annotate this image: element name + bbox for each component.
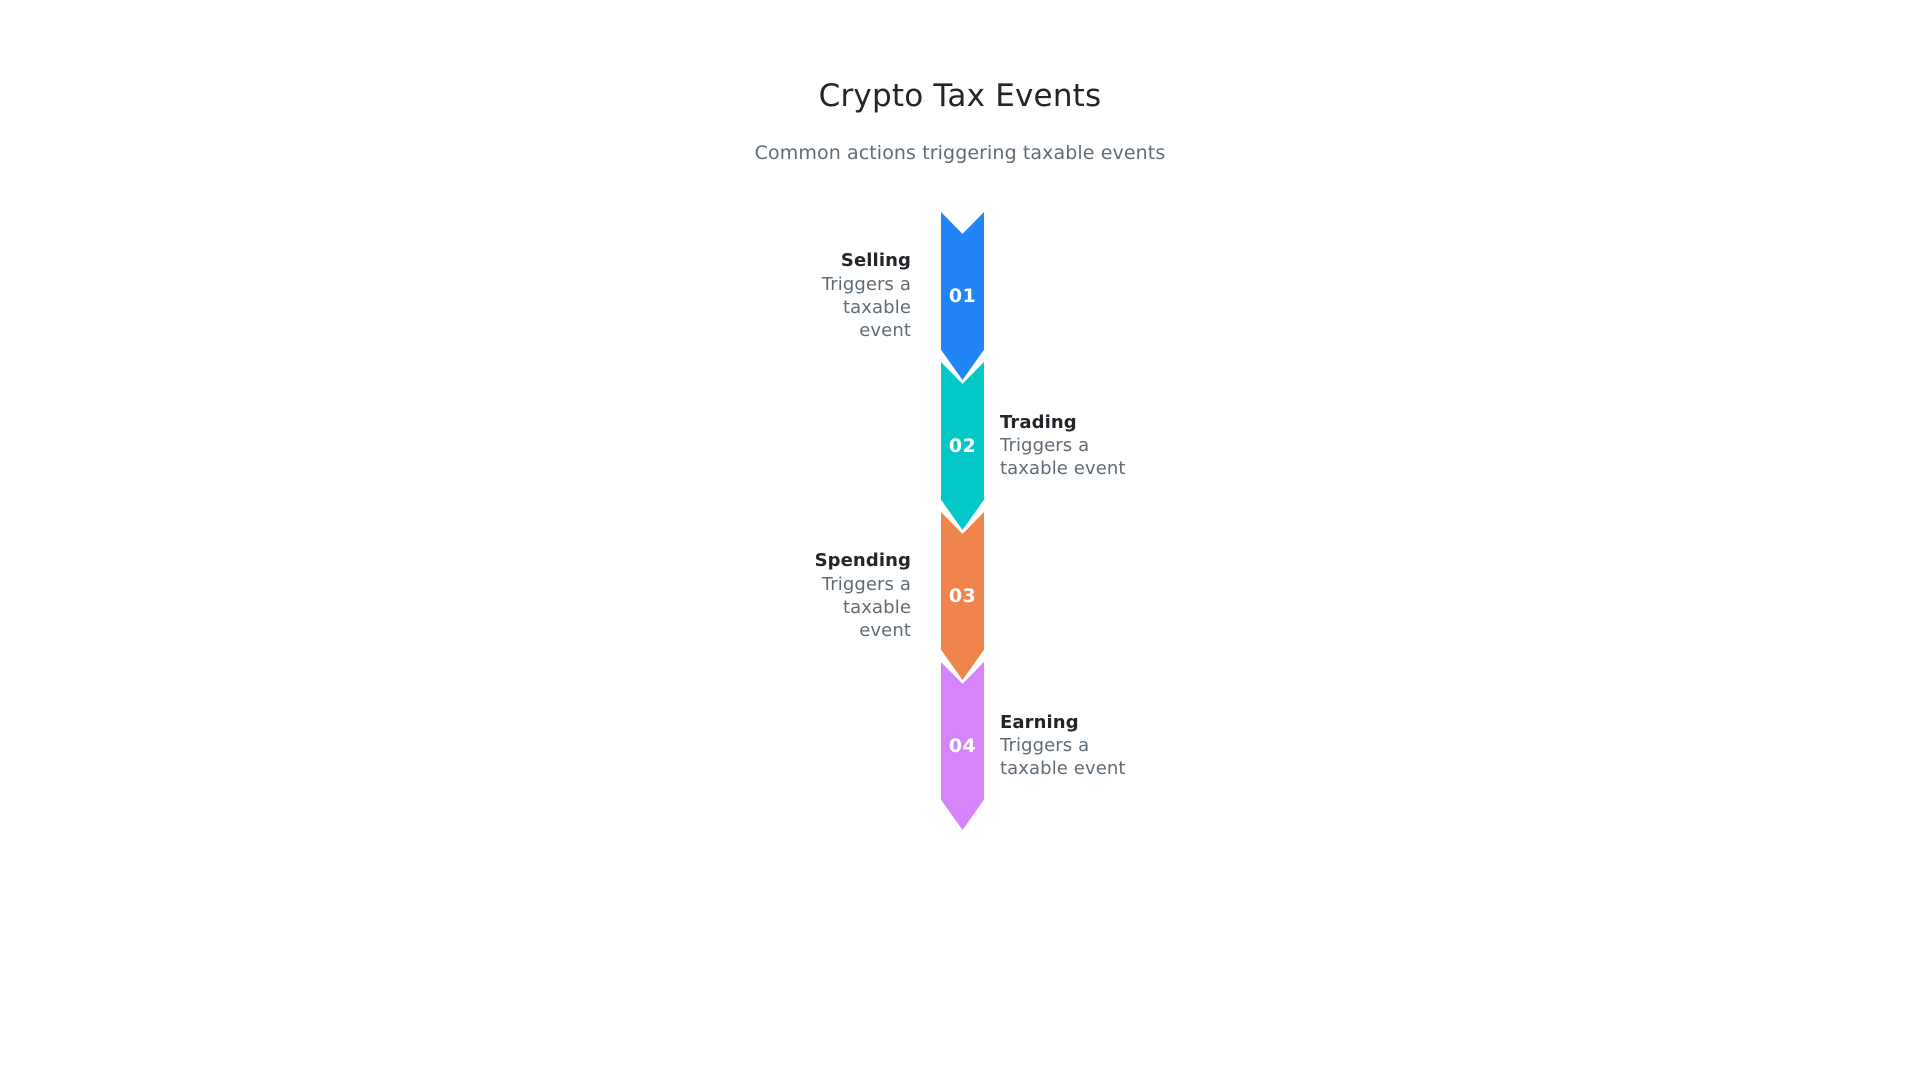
page-subtitle: Common actions triggering taxable events xyxy=(754,142,1166,165)
funnel-step-title: Trading xyxy=(1000,411,1077,433)
funnel-step-title: Earning xyxy=(1000,711,1079,733)
funnel-step-description-line2: taxable event xyxy=(843,296,911,341)
funnel-step-title: Selling xyxy=(840,250,911,272)
funnel-step-description-line1: Triggers a xyxy=(1000,735,1090,757)
funnel-step-description-line1: Triggers a xyxy=(1000,435,1090,457)
funnel-step-description-line2: taxable event xyxy=(1000,758,1126,780)
funnel-step-chevron[interactable] xyxy=(941,662,984,830)
funnel-step-description-line2: taxable event xyxy=(1000,458,1126,480)
funnel-step-title: Spending xyxy=(814,550,911,572)
funnel-step-chevron[interactable] xyxy=(941,512,984,680)
chart-header: Crypto Tax Events Common actions trigger… xyxy=(0,78,1920,165)
funnel-step-description-line1: Triggers a xyxy=(821,573,911,595)
funnel-step-chevron[interactable] xyxy=(941,212,984,380)
funnel-step-chevron[interactable] xyxy=(941,362,984,530)
page-title: Crypto Tax Events xyxy=(818,78,1102,114)
funnel-step-description-line1: Triggers a xyxy=(821,273,911,295)
funnel-step-description-line2: taxable event xyxy=(843,596,911,641)
